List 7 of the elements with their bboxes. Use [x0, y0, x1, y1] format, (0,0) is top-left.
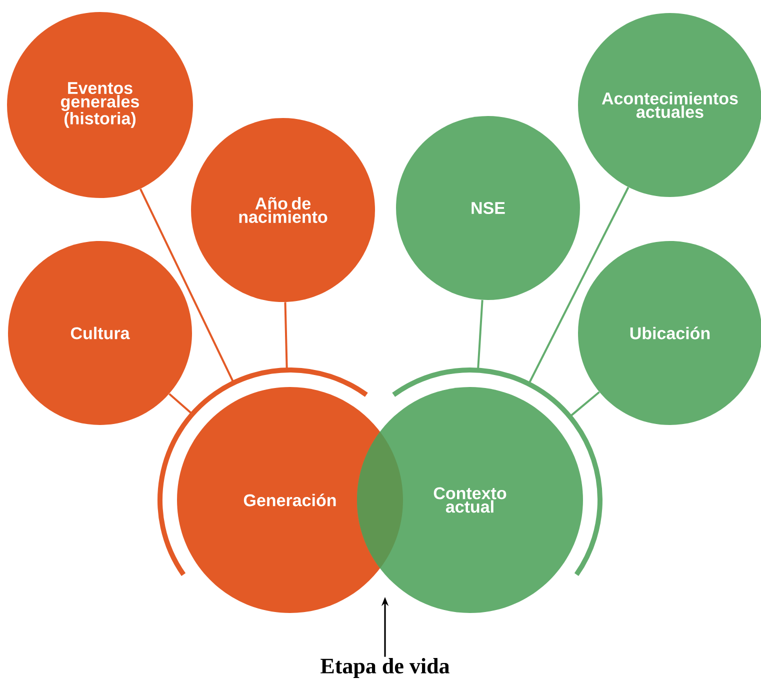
- caption-text: Etapa de vida: [320, 658, 450, 678]
- connector-line: [569, 391, 600, 418]
- connector-line: [528, 186, 630, 384]
- connector-line: [284, 302, 288, 370]
- connector-line: [168, 393, 193, 415]
- connector-line: [140, 188, 234, 384]
- connector-line: [477, 300, 484, 370]
